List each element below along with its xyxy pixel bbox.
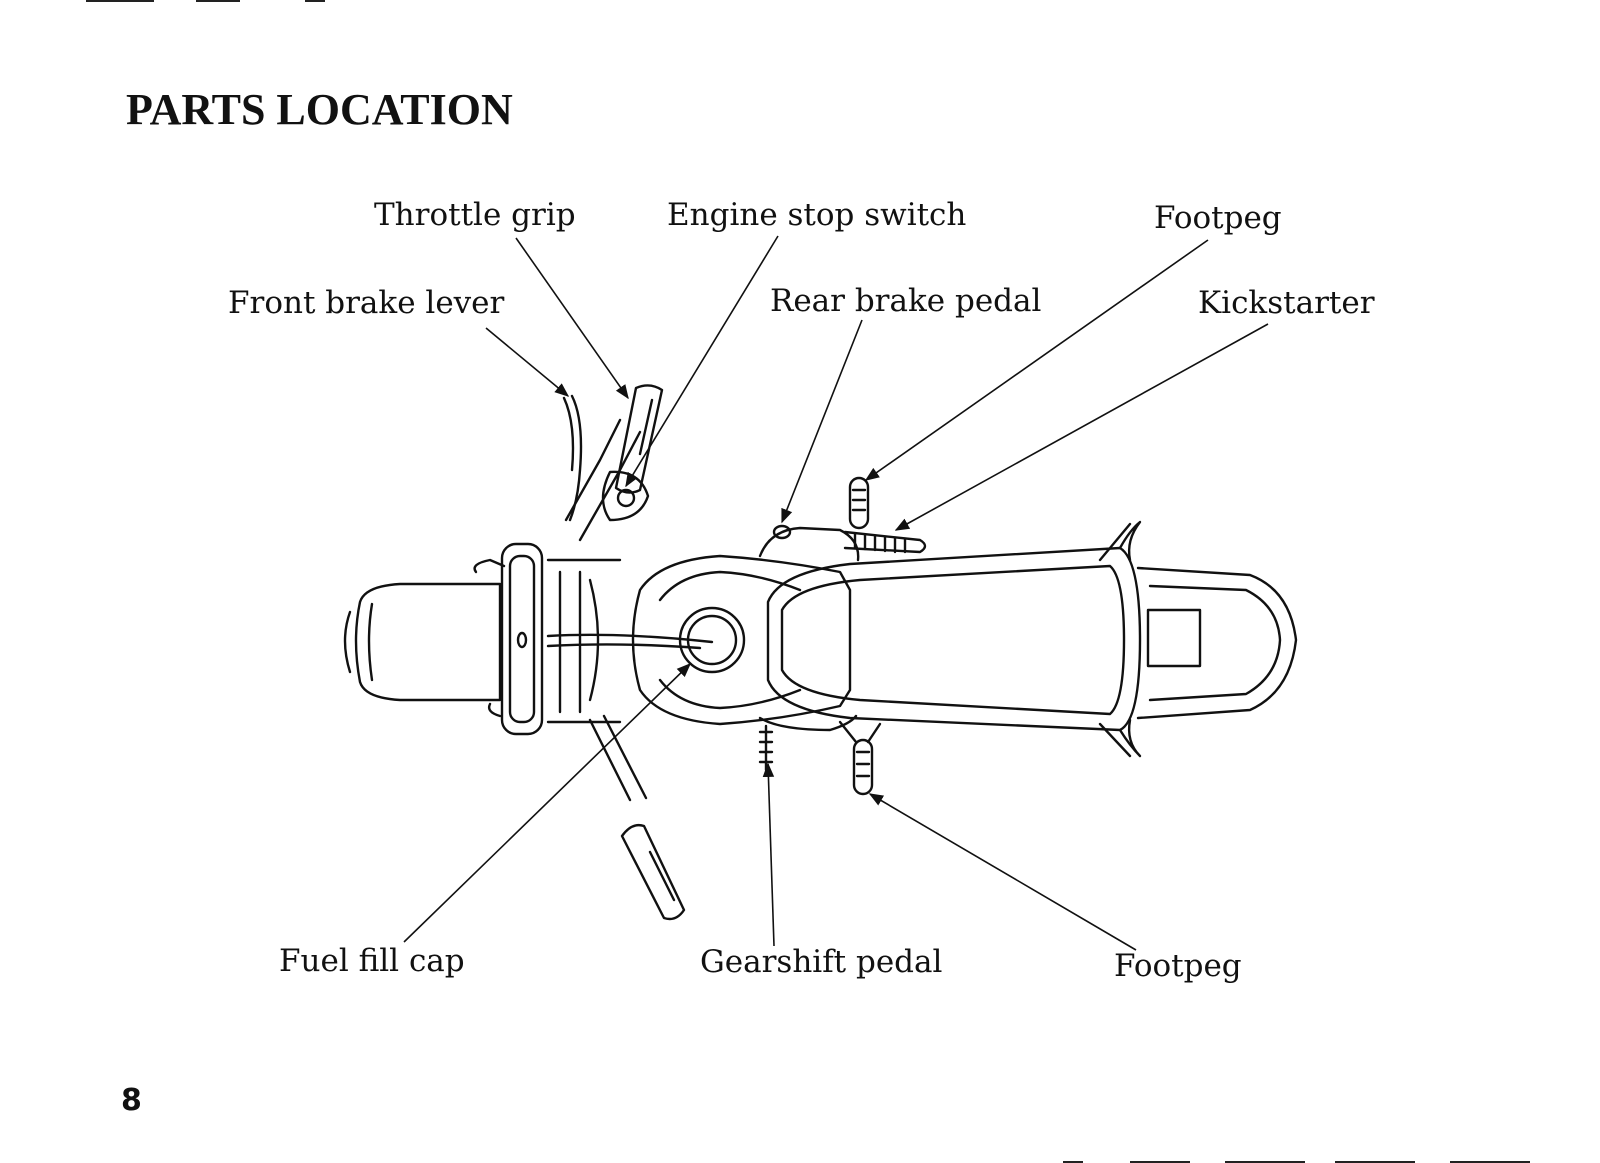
label-footpeg-top: Footpeg	[1154, 200, 1282, 236]
front-fender	[354, 582, 502, 702]
leader-footpeg-top	[864, 239, 1209, 481]
leader-engine-stop-switch	[625, 235, 779, 488]
license-plate-area	[1146, 608, 1202, 668]
label-fuel-fill-cap: Fuel fill cap	[279, 943, 465, 979]
leader-gearshift-pedal	[762, 762, 775, 947]
leader-lines	[403, 235, 1269, 951]
leader-rear-brake-pedal	[781, 319, 863, 524]
leader-fuel-fill-cap	[403, 662, 692, 943]
scan-edge-mark	[1063, 1161, 1083, 1163]
kickstarter-drawing	[843, 530, 927, 554]
footpeg-bottom-drawing	[852, 738, 874, 796]
label-gearshift-pedal: Gearshift pedal	[700, 944, 943, 980]
front-brake-lever-drawing	[568, 394, 583, 522]
page-number: 8	[121, 1083, 142, 1118]
scan-edge-mark	[1450, 1161, 1530, 1163]
footpeg-top-drawing	[848, 476, 870, 530]
label-throttle-grip: Throttle grip	[374, 197, 576, 233]
scan-edge-mark	[1335, 1161, 1415, 1163]
label-kickstarter: Kickstarter	[1198, 285, 1375, 321]
label-footpeg-bottom: Footpeg	[1114, 948, 1242, 984]
leader-throttle-grip	[515, 237, 629, 400]
label-front-brake-lever: Front brake lever	[228, 285, 505, 321]
leader-front-brake-lever	[485, 327, 570, 397]
front-number-plate	[500, 542, 544, 736]
left-grip-drawing	[620, 823, 686, 921]
rear-fender	[1136, 566, 1298, 720]
motorcycle-drawing	[343, 384, 1298, 921]
scan-edge-mark	[1225, 1161, 1305, 1163]
scan-edge-mark	[86, 0, 154, 2]
leader-kickstarter	[894, 323, 1269, 531]
label-engine-stop-switch: Engine stop switch	[667, 197, 967, 233]
fuel-tank	[631, 554, 852, 726]
cable	[546, 633, 714, 644]
leader-footpeg-bottom	[868, 793, 1137, 951]
page-title: PARTS LOCATION	[126, 85, 513, 134]
label-rear-brake-pedal: Rear brake pedal	[770, 283, 1042, 319]
scan-edge-mark	[305, 0, 325, 2]
scan-edge-mark	[196, 0, 240, 2]
scan-edge-mark	[1130, 1161, 1190, 1163]
